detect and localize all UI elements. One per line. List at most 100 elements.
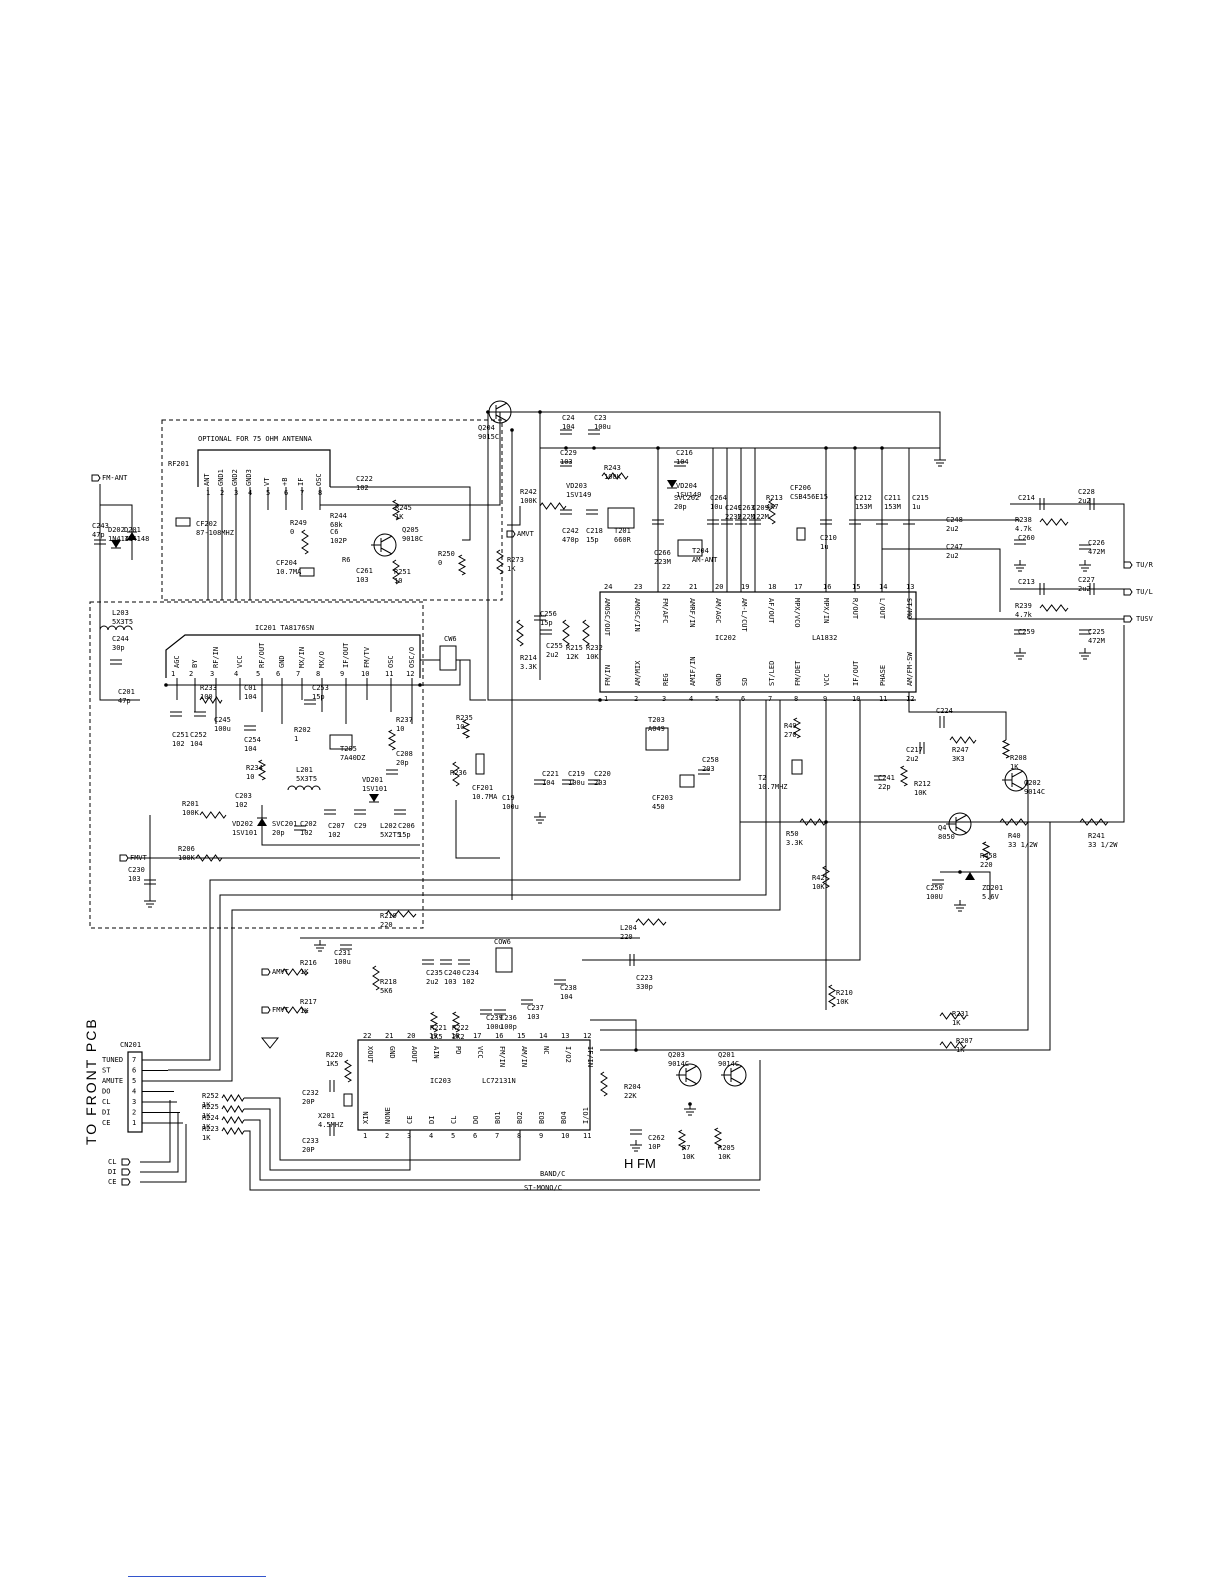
part-value-c229: 103 (560, 458, 573, 466)
part-ref-r220: R220 (326, 1051, 343, 1059)
part-value-q4: 8050 (938, 833, 955, 841)
q203-transistor (676, 1063, 702, 1087)
ic203-bottom-pin: CE (406, 1116, 414, 1124)
part-value-cf201: 10.7MA (472, 793, 498, 801)
part-value-r243: 100K (604, 473, 622, 481)
transformer-t205 (329, 734, 353, 750)
junction-dot (592, 446, 596, 450)
wire (320, 412, 501, 506)
ic201-pin: MX/IN (298, 647, 306, 668)
st-mono-c-label: ST-MONO/C (524, 1184, 562, 1192)
part-value-l202: 5X2T5 (380, 831, 401, 839)
resistor (600, 1071, 608, 1097)
ic202-pin-num: 7 (768, 695, 772, 703)
ic202-top-pin: AM-L/CUT (740, 598, 748, 633)
part-ref-c241: C241 (878, 774, 895, 782)
ic201-pin: OSC (387, 655, 395, 668)
wire (244, 1130, 760, 1191)
part-value-c264: 10u (710, 503, 723, 511)
part-ref-c23: C23 (594, 414, 607, 422)
part-value-c6: 102P (330, 537, 347, 545)
junction-dot (538, 410, 542, 414)
resistor (677, 1129, 687, 1151)
wire (908, 592, 1124, 620)
ic203-part: LC72131N (482, 1077, 516, 1085)
part-ref-c248: C248 (946, 516, 963, 524)
ic202-pin-num: 5 (715, 695, 719, 703)
wire (99, 484, 140, 701)
ic203-bottom-pin: XIN (362, 1111, 370, 1124)
part-ref-c264: C264 (710, 494, 727, 502)
part-ref-c212: C212 (855, 494, 872, 502)
part-value-t204: AM-ANT (692, 556, 718, 564)
resistor (939, 1041, 967, 1049)
part-ref-c29: C29 (354, 822, 367, 830)
part-ref-c228: C228 (1078, 488, 1095, 496)
part-ref-r214: R214 (520, 654, 537, 662)
part-ref-c245: C245 (214, 716, 231, 724)
ic201-pin-num: 11 (385, 670, 393, 678)
ic202-top-pin: AMOSC/OUT (603, 598, 611, 637)
footer-link-underline (128, 1576, 266, 1577)
ic201-body (165, 634, 421, 678)
part-ref-c201: C201 (118, 688, 135, 696)
part-ref-vd202: VD202 (232, 820, 253, 828)
terminal-di (121, 1168, 131, 1176)
diode (127, 531, 137, 540)
ic202-top-pin: L/OUT (878, 598, 886, 620)
part-value-c258: 203 (702, 765, 715, 773)
part-ref-t203: T203 (648, 716, 665, 724)
ic201-pin-num: 7 (296, 670, 300, 678)
ic202-pin-num: 11 (879, 695, 887, 703)
part-value-r212: 10K (914, 789, 927, 797)
part-ref-r247: R247 (952, 746, 969, 754)
part-ref-r234: R234 (246, 764, 263, 772)
part-value-c203: 102 (235, 801, 248, 809)
part-ref-r224: R224 (202, 1114, 219, 1122)
part-ref-c251: C251 (172, 731, 189, 739)
terminal-tusv (1123, 615, 1133, 623)
diode (965, 871, 975, 880)
resistor (392, 559, 400, 585)
part-value-r237: 10 (396, 725, 404, 733)
terminal-amvt (261, 968, 271, 976)
ic202-bottom-pin: GND (715, 673, 723, 686)
cn201-ref: CN201 (120, 1041, 141, 1049)
part-value-r42: 10K (812, 883, 825, 891)
ic202-top-pin: MPX/VCO (793, 598, 801, 628)
rf201-module (197, 449, 331, 487)
part-value-r251: 10 (394, 577, 402, 585)
part-ref-c234: C234 (462, 969, 479, 977)
ic203-bottom-pin: DO (472, 1116, 480, 1124)
part-value-cf202: 87-108MHZ (196, 529, 234, 537)
part-value-c249: 223M (725, 513, 742, 521)
ic203-top-pin: IF/IN (586, 1046, 594, 1067)
part-ref-r208: R208 (1010, 754, 1027, 762)
ic202-pin-num: 21 (689, 583, 697, 591)
ic202-bottom-pin: FM/DET (794, 660, 802, 686)
resistor (429, 1011, 439, 1033)
resistor (539, 502, 567, 510)
resistor (822, 865, 830, 889)
part-value-zd201: 5.6V (982, 893, 1000, 901)
part-ref-c258: C258 (702, 756, 719, 764)
ground-symbol (314, 940, 326, 952)
ic203-pin-num: 3 (407, 1132, 411, 1140)
resistor (516, 619, 524, 647)
part-value-c220: 203 (594, 779, 607, 787)
part-value-r213: 4K7 (766, 503, 779, 511)
ic201-pin-num: 6 (276, 670, 280, 678)
part-value-c250: 100U (926, 893, 943, 901)
part-value-t203: A049 (648, 725, 665, 733)
part-value-c252: 104 (190, 740, 203, 748)
part-value-vd204: 1SV149 (676, 491, 701, 499)
part-value-r231: 1K (952, 1019, 961, 1027)
resistor (452, 761, 460, 787)
part-value-r233: 100 (200, 693, 213, 701)
ic202-pin-num: 17 (794, 583, 802, 591)
ic202-pin-num: 18 (768, 583, 776, 591)
part-value-r215: 12K (566, 653, 579, 661)
ic203-pin-num: 9 (539, 1132, 543, 1140)
wire (882, 548, 1001, 612)
part-ref-l202: L202 (380, 822, 397, 830)
